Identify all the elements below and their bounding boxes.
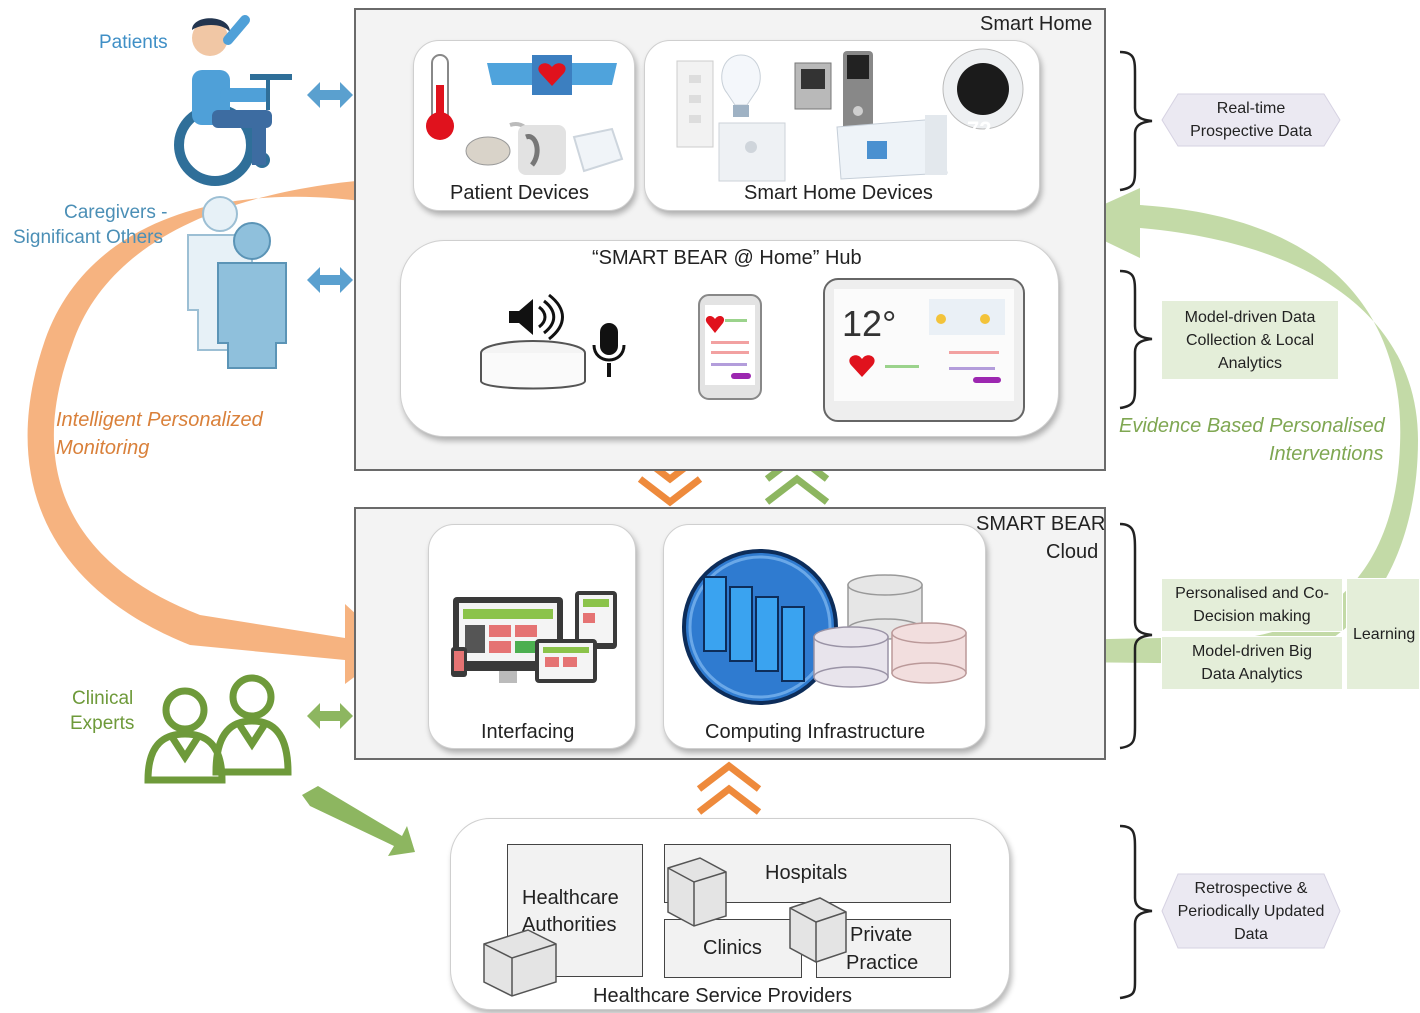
- smart-doorbell-icon: [843, 51, 873, 139]
- heart-armband-icon: [487, 55, 617, 95]
- realtime-line2: Prospective Data: [1190, 123, 1312, 140]
- providers-title: Healthcare Service Providers: [593, 985, 852, 1007]
- clinical-experts-icon: [144, 674, 292, 784]
- bigdata-line1: Model-driven Big: [1191, 643, 1313, 660]
- smart-home-devices-illustration: [676, 48, 1024, 182]
- pill-box-icon: [572, 127, 624, 173]
- computing-card: Computing Infrastructure: [663, 524, 986, 749]
- thermometer-icon: [426, 54, 454, 140]
- bigdata-badge: Model-driven Big Data Analytics: [1161, 636, 1343, 690]
- smart-home-title: Smart Home: [980, 13, 1093, 35]
- smart-speaker-icon: [480, 293, 586, 390]
- brace-providers: [1119, 824, 1153, 1000]
- interventions-label-line1: Evidence Based Personalised: [1119, 415, 1385, 437]
- personalised-badge: Personalised and Co- Decision making: [1161, 578, 1343, 632]
- microphone-icon: [592, 323, 626, 377]
- thermostat-readout: 72: [967, 117, 992, 142]
- smart-bulb-icon: [721, 54, 761, 117]
- monitoring-label-line2: Monitoring: [56, 437, 150, 459]
- retro-line3: Data: [1234, 925, 1268, 943]
- clinical-label-line1: Clinical: [72, 688, 134, 709]
- caregivers-icon: [187, 196, 287, 369]
- brace-cloud: [1119, 522, 1153, 750]
- smart-home-devices-label: Smart Home Devices: [744, 182, 933, 204]
- retro-line2: Periodically Updated: [1177, 902, 1325, 920]
- monitoring-label-line1: Intelligent Personalized: [56, 409, 263, 431]
- patients-label: Patients: [99, 32, 168, 53]
- hospitals-label: Hospitals: [765, 862, 848, 884]
- private-label-line2: Practice: [846, 952, 919, 974]
- clinics-box: [664, 919, 802, 978]
- multi-device-screens-icon: [451, 591, 617, 683]
- caregiver-link-arrow: [307, 267, 353, 293]
- interfacing-label: Interfacing: [481, 721, 575, 743]
- personalised-line1: Personalised and Co-: [1175, 585, 1329, 602]
- private-label-line1: Private: [850, 924, 913, 946]
- hub-card: 12° “SMART BEAR @ Home” Hub: [400, 240, 1059, 437]
- authorities-label-line1: Healthcare: [522, 887, 619, 909]
- smart-hub-device-icon: [836, 115, 948, 180]
- caregivers-label-line2: Significant Others: [13, 227, 163, 248]
- patient-devices-label: Patient Devices: [450, 182, 589, 204]
- patient-wheelchair-icon: [174, 15, 292, 186]
- hub-title: “SMART BEAR @ Home” Hub: [592, 247, 862, 269]
- computing-label: Computing Infrastructure: [705, 721, 926, 743]
- hearing-aid-icon: [465, 122, 566, 175]
- model-local-line3: Analytics: [1217, 354, 1283, 372]
- clinical-label-line2: Experts: [70, 713, 135, 734]
- interventions-label-line2: Interventions: [1269, 443, 1384, 465]
- cloud-title-line1: SMART BEAR: [976, 513, 1106, 535]
- personalised-line2: Decision making: [1193, 608, 1311, 625]
- caregivers-label-line1: Caregivers -: [64, 202, 168, 223]
- hub-illustration: [480, 278, 1025, 422]
- providers-clinical-arrow: [302, 786, 415, 856]
- interfacing-card: Interfacing: [428, 524, 636, 749]
- smartphone-icon: [698, 294, 762, 400]
- server-cluster-icon: [682, 549, 967, 705]
- learning-label: Learning: [1353, 625, 1416, 643]
- brace-realtime: [1119, 50, 1153, 192]
- bigdata-line2: Data Analytics: [1201, 666, 1303, 683]
- model-local-line1: Model-driven Data: [1184, 308, 1316, 326]
- clinical-link-arrow: [307, 703, 353, 729]
- smart-panel-icon: [794, 62, 832, 110]
- patient-devices-card: Patient Devices: [413, 40, 635, 211]
- patient-devices-illustration: [426, 54, 624, 175]
- authorities-label-line2: Authorities: [522, 914, 617, 936]
- retro-badge: Retrospective & Periodically Updated Dat…: [1170, 876, 1332, 946]
- realtime-badge: Real-time Prospective Data: [1170, 96, 1332, 144]
- motion-sensor-icon: [718, 122, 786, 182]
- clinics-label: Clinics: [703, 937, 762, 959]
- hub-display-temperature: 12°: [842, 303, 897, 344]
- realtime-line1: Real-time: [1216, 100, 1286, 117]
- learning-badge: Learning: [1346, 578, 1420, 690]
- retro-line1: Retrospective &: [1194, 879, 1308, 897]
- up-chevrons-providers: [696, 761, 762, 815]
- model-local-line2: Collection & Local: [1185, 331, 1315, 349]
- patient-link-arrow: [307, 82, 353, 108]
- thermostat-icon: [942, 48, 1024, 130]
- brace-model-local: [1119, 269, 1153, 410]
- model-local-badge: Model-driven Data Collection & Local Ana…: [1161, 300, 1339, 380]
- smart-display-icon: [823, 278, 1025, 422]
- smart-home-devices-card: 72 Smart Home Devices: [644, 40, 1040, 211]
- light-switch-icon: [676, 60, 714, 148]
- cloud-title-line2: Cloud: [1046, 541, 1099, 563]
